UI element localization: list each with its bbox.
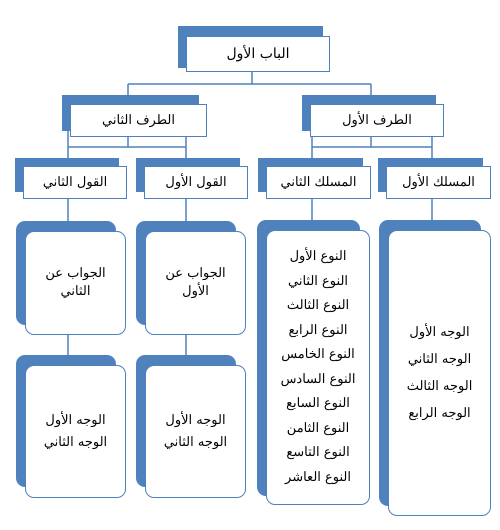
type-item: النوع العاشر	[285, 469, 351, 485]
type-item: النوع التاسع	[286, 445, 350, 460]
root-node: الباب الأول	[178, 26, 330, 74]
opinion-label-second: القول الثاني	[23, 166, 127, 199]
face-item: الوجه الثاني	[43, 434, 108, 450]
type-item: النوع الثالث	[286, 298, 350, 313]
type-item: النوع السابع	[286, 396, 350, 411]
branch-node-second-side: الطرف الثاني	[62, 95, 207, 138]
answer-line: الثاني	[60, 284, 91, 299]
types-node: النوع الأول النوع الثاني النوع الثالث ال…	[257, 220, 370, 505]
type-item: النوع الخامس	[281, 347, 355, 362]
answer-line: الأول	[182, 284, 209, 299]
faces-box-first: الوجه الأول الوجه الثاني	[145, 365, 246, 498]
path-label-second: المسلك الثاني	[266, 166, 371, 199]
opinion-node-first: القول الأول	[136, 158, 248, 200]
face-item: الوجه الأول	[45, 412, 106, 428]
aspect-item: الوجه الثالث	[406, 379, 473, 394]
answer-node-second: الجواب عن الثاني	[16, 221, 126, 335]
opinion-node-second: القول الثاني	[15, 158, 127, 200]
aspect-item: الوجه الأول	[409, 325, 470, 340]
faces-node-first: الوجه الأول الوجه الثاني	[136, 355, 246, 498]
root-label: الباب الأول	[186, 36, 330, 72]
faces-box-second: الوجه الأول الوجه الثاني	[25, 365, 126, 498]
type-item: النوع الثامن	[286, 420, 350, 436]
face-item: الوجه الأول	[165, 412, 226, 428]
aspect-item: الوجه الثاني	[407, 352, 472, 367]
branch-node-first-side: الطرف الأول	[302, 95, 444, 138]
answer-line: الجواب عن	[165, 266, 226, 281]
opinion-label-first: القول الأول	[144, 166, 248, 199]
path-label-first: المسلك الأول	[386, 166, 491, 199]
answer-box-second: الجواب عن الثاني	[25, 231, 126, 335]
branch-label-second-side: الطرف الثاني	[70, 104, 207, 137]
answer-box-first: الجواب عن الأول	[145, 231, 246, 335]
answer-line: الجواب عن	[45, 266, 106, 281]
path-node-second: المسلك الثاني	[258, 158, 371, 200]
aspects-list: الوجه الأول الوجه الثاني الوجه الثالث ال…	[388, 230, 491, 516]
aspects-node: الوجه الأول الوجه الثاني الوجه الثالث ال…	[379, 220, 491, 516]
type-item: النوع الثاني	[288, 273, 349, 289]
answer-node-first: الجواب عن الأول	[136, 221, 246, 335]
face-item: الوجه الثاني	[163, 434, 228, 450]
type-item: النوع الأول	[289, 249, 347, 264]
faces-node-second: الوجه الأول الوجه الثاني	[16, 355, 126, 498]
type-item: النوع السادس	[280, 371, 356, 387]
aspect-item: الوجه الرابع	[408, 406, 471, 421]
branch-label-first-side: الطرف الأول	[310, 104, 444, 137]
type-item: النوع الرابع	[288, 322, 348, 338]
path-node-first: المسلك الأول	[378, 158, 491, 200]
types-list: النوع الأول النوع الثاني النوع الثالث ال…	[266, 230, 370, 505]
